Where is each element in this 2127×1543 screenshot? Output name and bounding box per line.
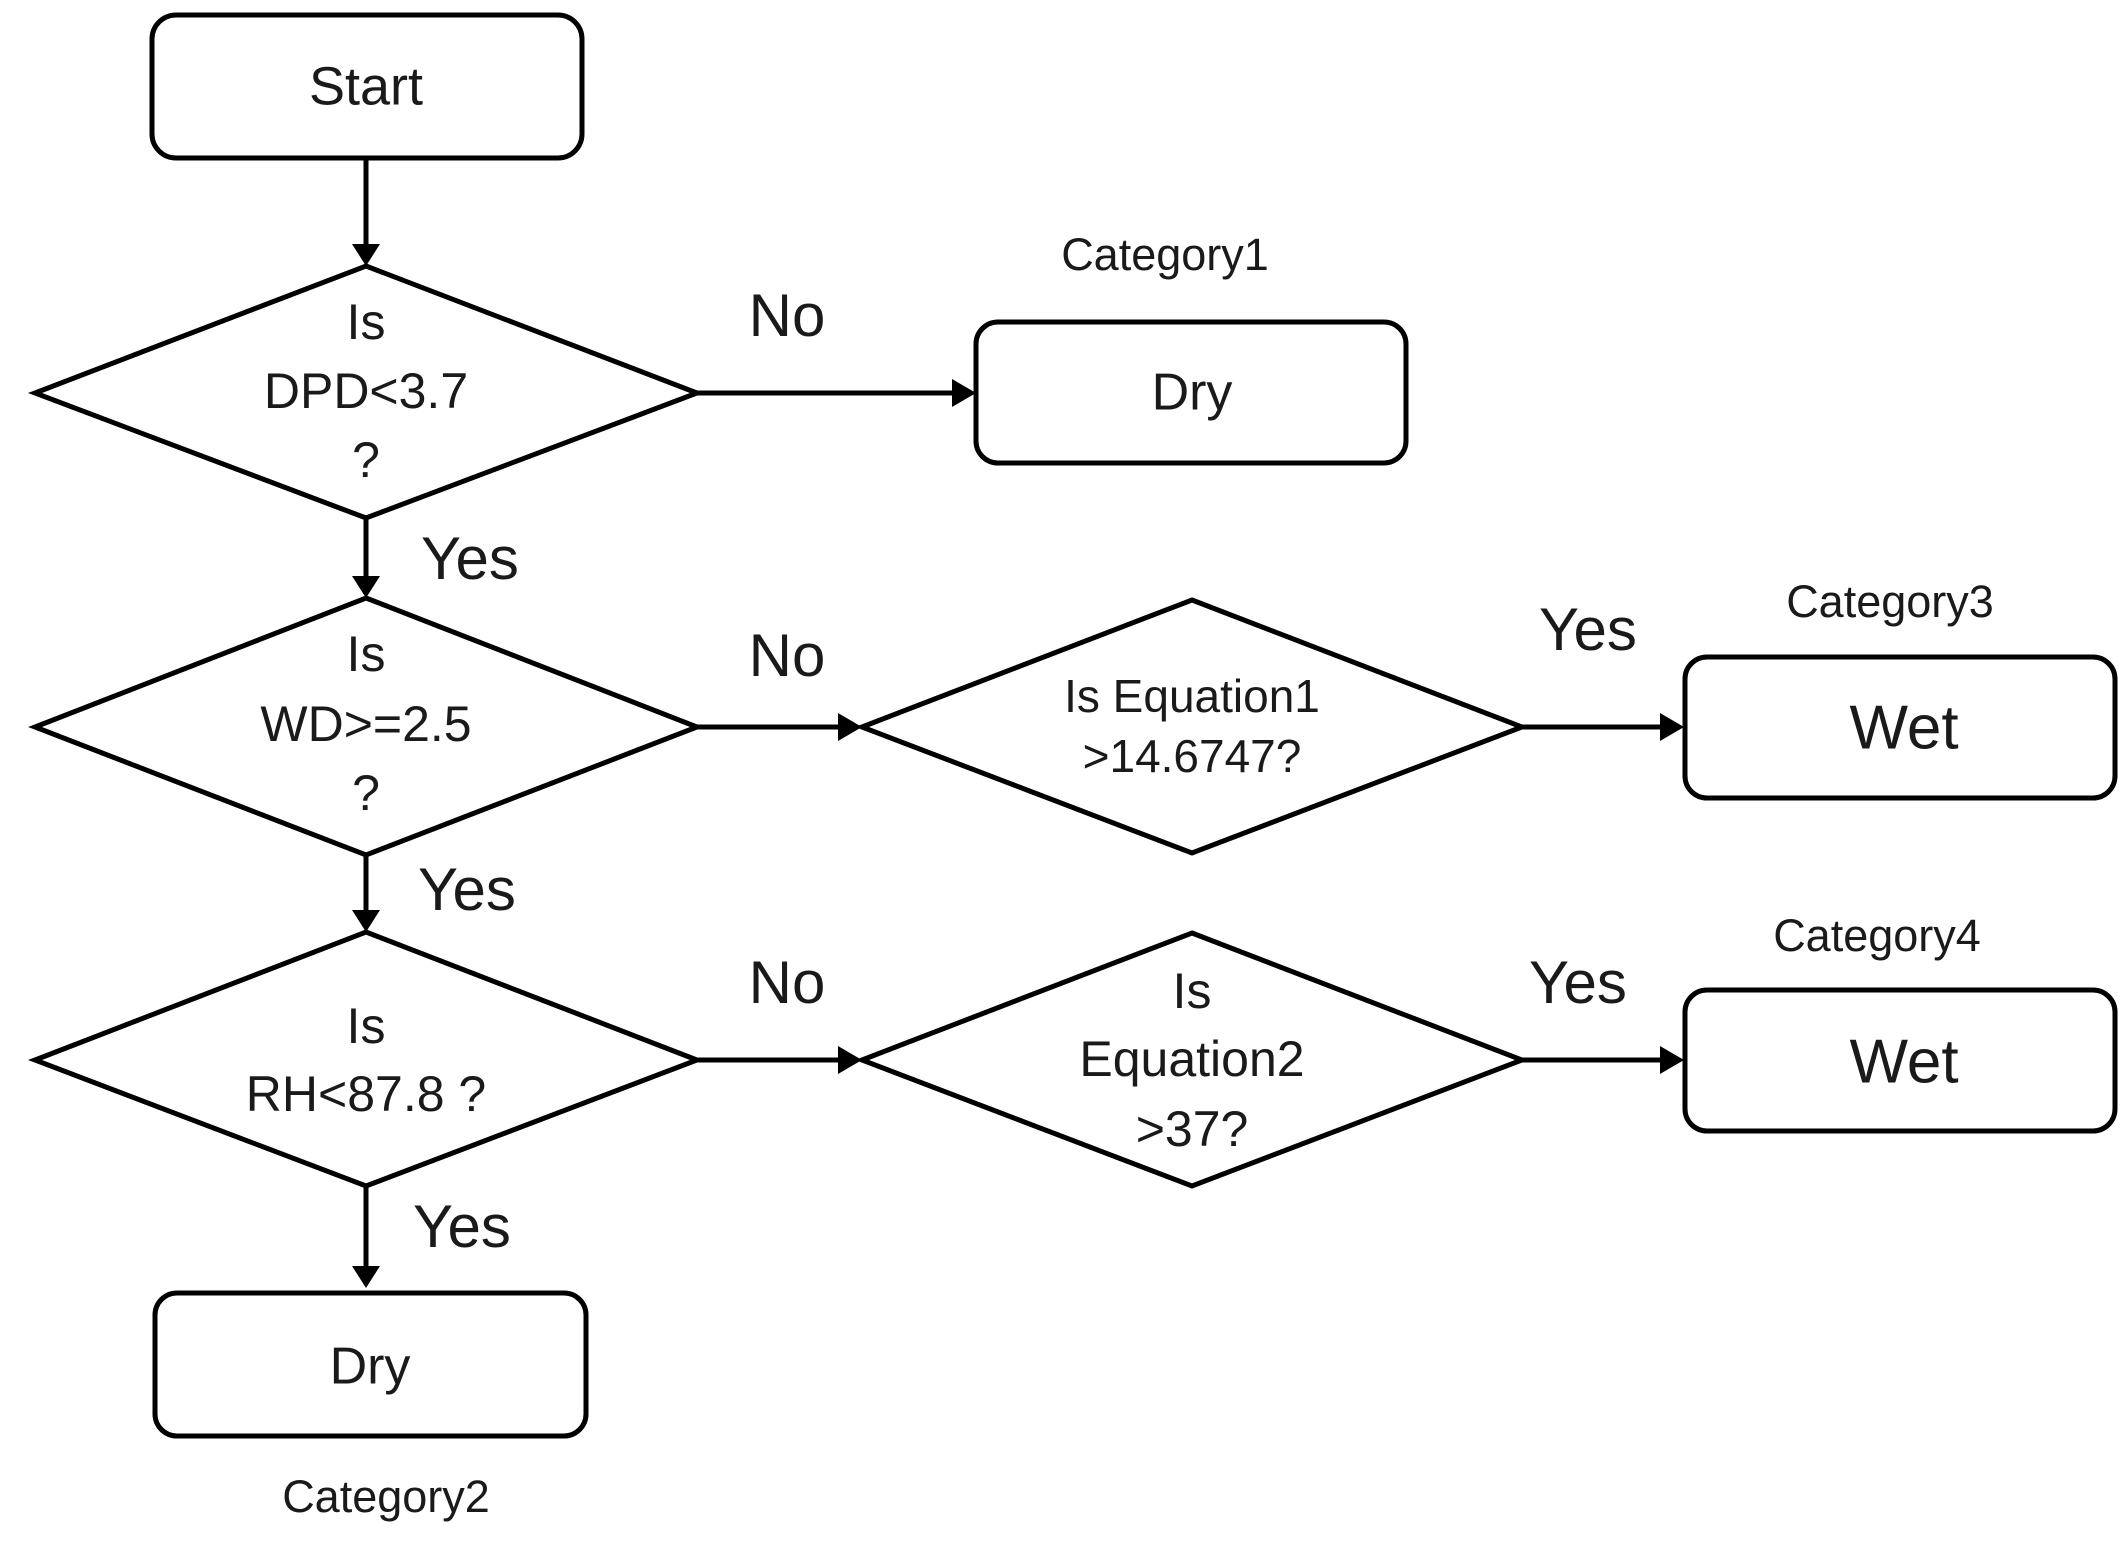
edge-label-dpd-no: No bbox=[749, 282, 826, 349]
arrowhead-eq2-yes bbox=[1660, 1046, 1684, 1074]
arrowhead-eq1-yes bbox=[1660, 713, 1684, 741]
arrowhead-start-to-dpd bbox=[352, 244, 380, 266]
result-wet-category4-label: Wet bbox=[1849, 1027, 1958, 1096]
edges bbox=[352, 158, 1684, 1288]
result-dry-category1-label: Dry bbox=[1152, 364, 1233, 422]
decision-dpd-line-3: ? bbox=[352, 432, 380, 488]
result-dry-category1: Category1 Dry bbox=[973, 229, 1409, 466]
decision-dpd-line-2: DPD<3.7 bbox=[264, 363, 468, 419]
arrowhead-wd-no bbox=[838, 713, 862, 741]
decision-equation1: Is Equation1 >14.6747? bbox=[855, 597, 1529, 856]
edge-label-rh-yes: Yes bbox=[413, 1193, 511, 1260]
decision-equation2-line-2: Equation2 bbox=[1079, 1031, 1304, 1087]
decision-wd-line-3: ? bbox=[352, 765, 380, 821]
decision-dpd: Is DPD<3.7 ? bbox=[27, 263, 705, 521]
decision-wd-line-2: WD>=2.5 bbox=[260, 696, 471, 752]
start-node: Start bbox=[149, 12, 585, 161]
result-wet-category3-label: Wet bbox=[1849, 693, 1958, 762]
decision-wd: Is WD>=2.5 ? bbox=[28, 595, 704, 858]
decision-wd-line-1: Is bbox=[347, 626, 386, 682]
arrowhead-rh-no bbox=[838, 1046, 862, 1074]
result-wet-category4: Category4 Wet bbox=[1682, 910, 2118, 1134]
result-dry-category2-label: Dry bbox=[330, 1338, 411, 1396]
decision-equation2-line-1: Is bbox=[1173, 963, 1212, 1019]
decision-dpd-line-1: Is bbox=[347, 294, 386, 350]
result-dry-category2: Dry Category2 bbox=[152, 1290, 589, 1522]
result-wet-category3: Category3 Wet bbox=[1682, 576, 2118, 801]
category2-label: Category2 bbox=[282, 1471, 490, 1522]
decision-equation2: Is Equation2 >37? bbox=[855, 930, 1529, 1189]
start-label: Start bbox=[309, 56, 423, 116]
edge-label-dpd-yes: Yes bbox=[421, 525, 519, 592]
edge-label-wd-yes: Yes bbox=[418, 856, 516, 923]
edge-label-eq2-yes: Yes bbox=[1529, 949, 1627, 1016]
decision-equation2-line-3: >37? bbox=[1136, 1101, 1249, 1157]
decision-rh-line-1: Is bbox=[347, 998, 386, 1054]
decision-equation1-line-2: >14.6747? bbox=[1083, 730, 1302, 782]
category4-label: Category4 bbox=[1773, 910, 1981, 961]
edge-label-wd-no: No bbox=[749, 622, 826, 689]
edge-label-rh-no: No bbox=[749, 949, 826, 1016]
arrowhead-rh-yes bbox=[352, 1266, 380, 1288]
arrowhead-dpd-no bbox=[952, 379, 976, 407]
arrowhead-wd-yes bbox=[352, 910, 380, 932]
arrowhead-dpd-yes bbox=[352, 576, 380, 598]
edge-label-eq1-yes: Yes bbox=[1539, 596, 1637, 663]
decision-rh-line-2: RH<87.8 ? bbox=[246, 1066, 486, 1122]
category3-label: Category3 bbox=[1786, 576, 1994, 627]
decision-equation1-line-1: Is Equation1 bbox=[1064, 670, 1320, 722]
decision-rh: Is RH<87.8 ? bbox=[28, 929, 704, 1189]
edge-labels: No Yes No Yes Yes No Yes Yes bbox=[413, 282, 1637, 1260]
category1-label: Category1 bbox=[1061, 229, 1269, 280]
